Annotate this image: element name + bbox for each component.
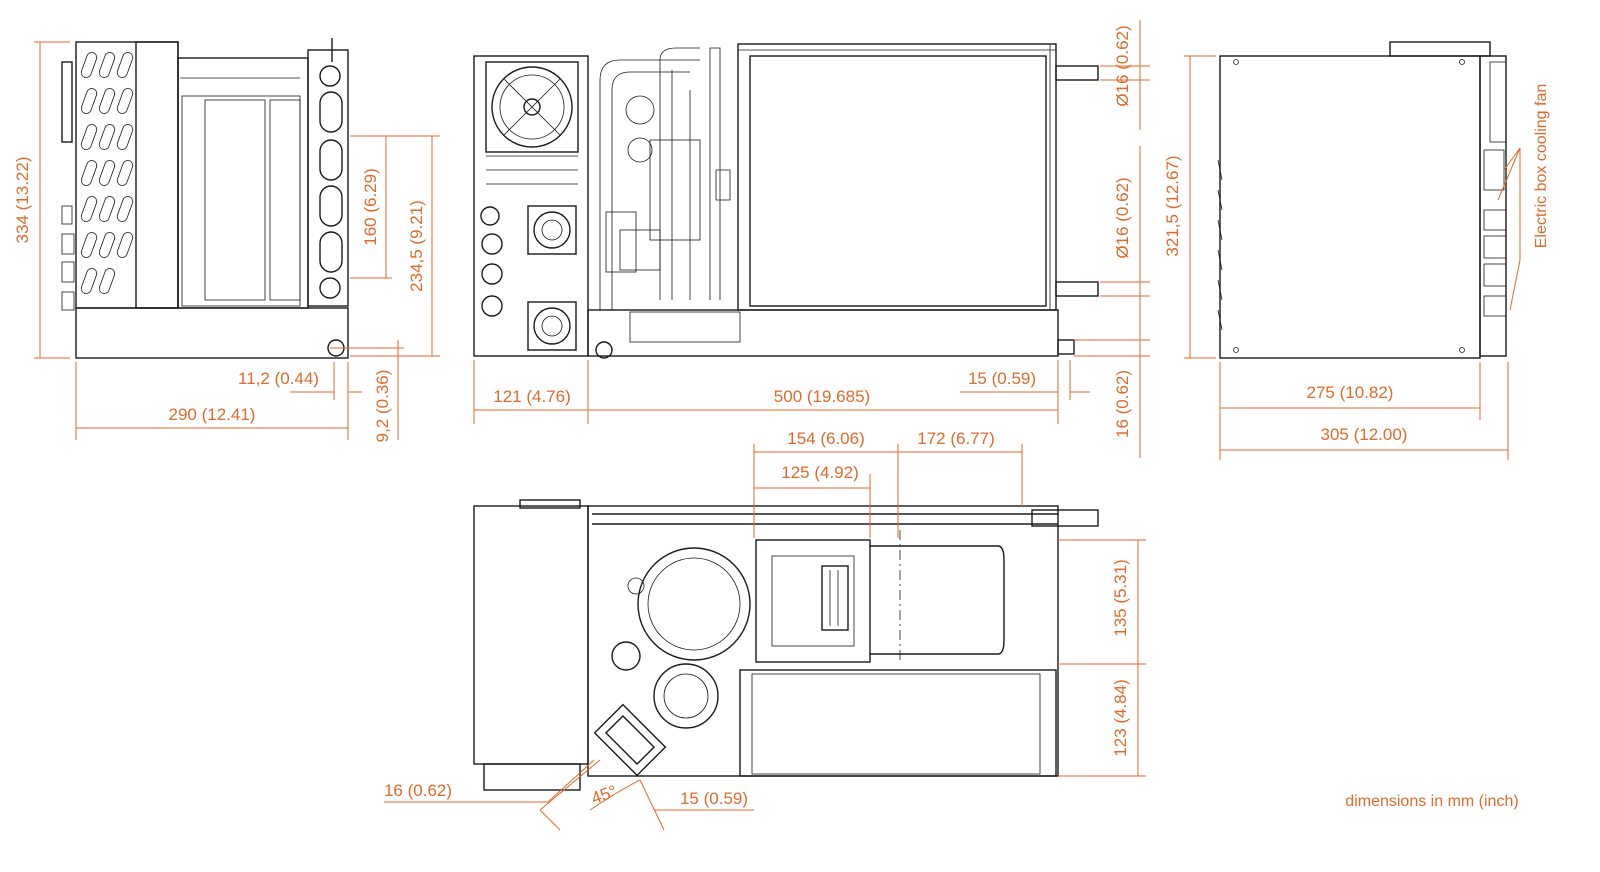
dim-top-135: 135 (5.31) [1111, 559, 1130, 637]
electric-box-fan-note: Electric box cooling fan [1533, 84, 1550, 249]
dim-right-height: 321,5 (12.67) [1163, 155, 1182, 256]
dim-top-125: 125 (4.92) [781, 463, 859, 482]
dim-left-2345: 234,5 (9.21) [407, 200, 426, 292]
dim-right-305: 305 (12.00) [1321, 425, 1408, 444]
dim-top-45: 45° [589, 782, 620, 809]
left-dimension-lines [34, 41, 440, 440]
dim-top-172: 172 (6.77) [917, 429, 995, 448]
dim-front-dia-top: Ø16 (0.62) [1113, 25, 1132, 106]
front-dimension-lines [473, 20, 1150, 458]
dim-front-15: 15 (0.59) [968, 369, 1036, 388]
dim-front-dia-mid: Ø16 (0.62) [1113, 177, 1132, 258]
front-view [473, 43, 1099, 359]
dim-front-16: 16 (0.62) [1113, 370, 1132, 438]
dim-top-123: 123 (4.84) [1111, 679, 1130, 757]
dim-left-290: 290 (12.41) [169, 405, 256, 424]
dim-top-16: 16 (0.62) [384, 781, 452, 800]
units-note: dimensions in mm (inch) [1345, 793, 1518, 810]
dim-right-275: 275 (10.82) [1307, 383, 1394, 402]
side-view-left [61, 38, 349, 359]
top-dimension-lines [384, 444, 1146, 831]
dim-left-height: 334 (13.22) [13, 157, 32, 244]
dim-left-92: 9,2 (0.36) [373, 370, 392, 443]
right-dimension-lines [1184, 55, 1521, 460]
dim-left-112: 11,2 (0.44) [238, 369, 319, 388]
dim-top-154: 154 (6.06) [787, 429, 865, 448]
dim-front-121: 121 (4.76) [493, 387, 571, 406]
dim-top-15: 15 (0.59) [680, 789, 748, 808]
top-view [473, 499, 1099, 791]
side-view-right [1217, 41, 1507, 359]
dim-front-500: 500 (19.685) [774, 387, 870, 406]
dim-left-160: 160 (6.29) [361, 168, 380, 246]
